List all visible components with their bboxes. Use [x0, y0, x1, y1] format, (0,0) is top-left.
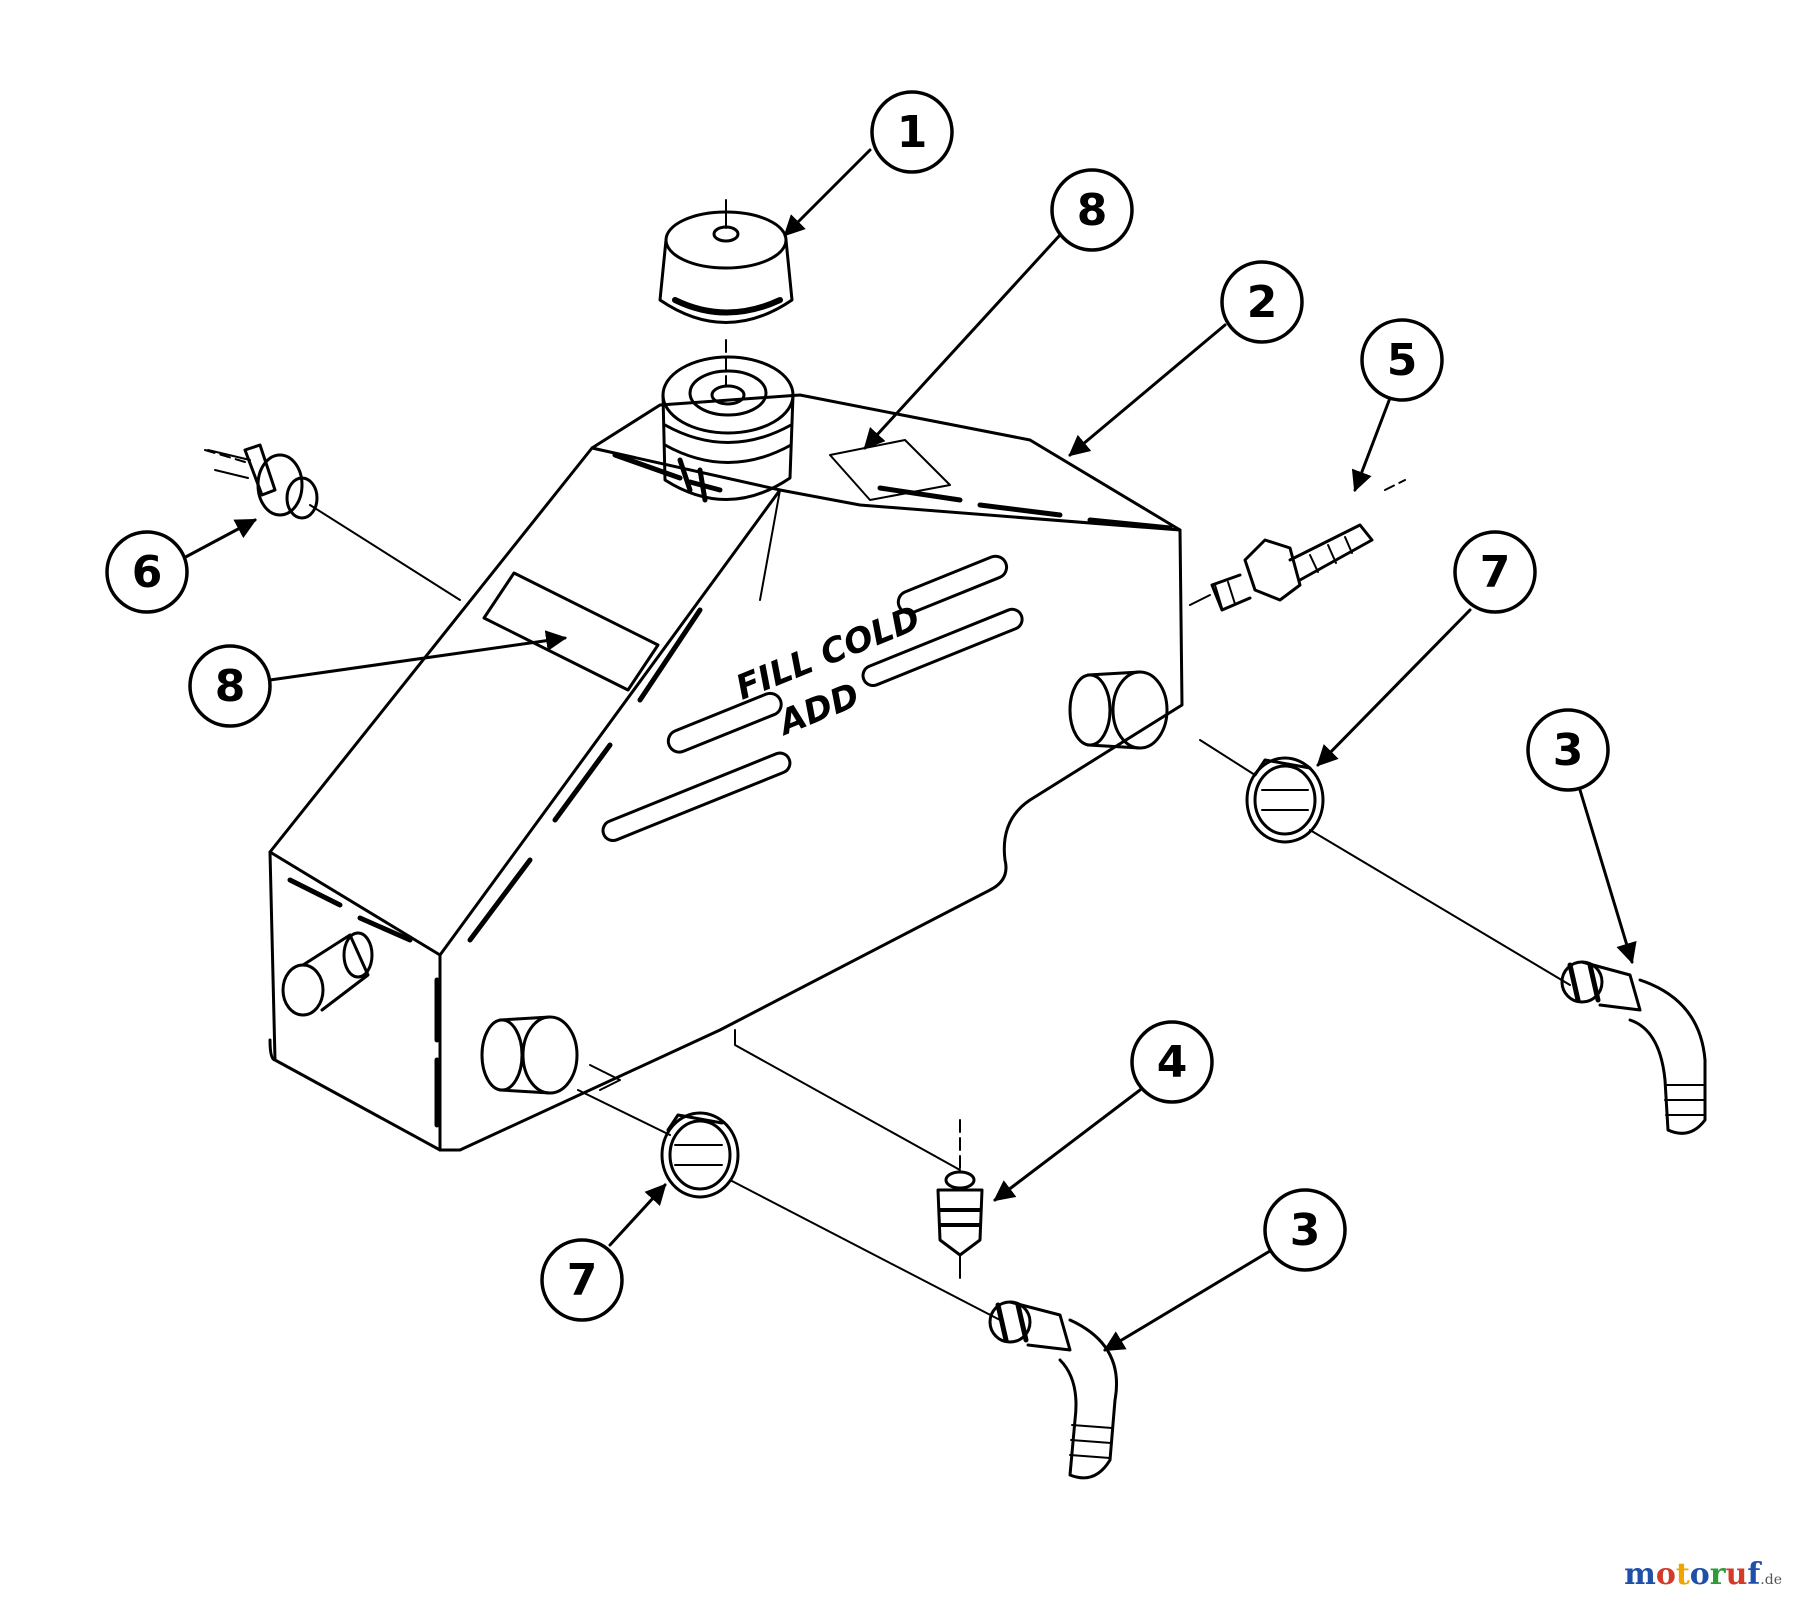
leader-2 — [1068, 323, 1227, 457]
watermark-logo: motoruf.de — [1624, 1557, 1782, 1592]
leader-7-right — [1316, 608, 1472, 767]
callout-8-top: 8 — [1050, 168, 1134, 252]
leader-3-bottom — [1103, 1243, 1282, 1352]
leader-arrows — [178, 148, 1637, 1352]
callout-6: 6 — [105, 530, 189, 614]
leader-7-bottom — [608, 1183, 667, 1247]
leader-8-left — [268, 630, 568, 682]
fill-slot-lower-right — [861, 607, 1024, 688]
watermark-letter-o: o — [1655, 1557, 1676, 1592]
callout-8-top-label: 8 — [1077, 185, 1108, 236]
leader-1 — [783, 148, 872, 237]
callout-3-bottom-label: 3 — [1290, 1205, 1321, 1256]
assembly-lines — [204, 449, 1571, 1321]
lower-left-port — [480, 1015, 579, 1095]
leader-4 — [993, 1088, 1142, 1202]
fill-slot-upper-left — [666, 691, 783, 754]
label-decal-left — [482, 571, 660, 692]
part-3-elbow-upper — [1560, 960, 1707, 1135]
callout-4: 4 — [1130, 1020, 1214, 1104]
watermark-letter-r: r — [1709, 1557, 1726, 1592]
callout-3-right-label: 3 — [1553, 725, 1584, 776]
watermark-letter-u: u — [1725, 1557, 1748, 1592]
callout-3-bottom: 3 — [1263, 1188, 1347, 1272]
fill-slot-upper-right — [896, 554, 1009, 615]
callout-4-label: 4 — [1157, 1037, 1188, 1088]
filler-cap — [658, 199, 794, 386]
callout-7-bottom-label: 7 — [567, 1255, 598, 1306]
callout-8-left-label: 8 — [215, 661, 246, 712]
part-6-sensor — [207, 443, 319, 520]
watermark-letter-m: m — [1624, 1557, 1656, 1592]
part-7-clamp-lower — [660, 1111, 740, 1199]
filler-neck — [661, 355, 795, 503]
callout-7-right: 7 — [1453, 530, 1537, 614]
part-7-clamp-upper — [1245, 756, 1325, 844]
callout-8-left: 8 — [188, 644, 272, 728]
watermark-letter-f: f — [1747, 1557, 1761, 1592]
callout-2-label: 2 — [1247, 277, 1278, 328]
callout-7-right-label: 7 — [1480, 547, 1511, 598]
callout-3-right: 3 — [1526, 708, 1610, 792]
callout-1: 1 — [870, 90, 954, 174]
callout-7-bottom: 7 — [540, 1238, 624, 1322]
leader-6 — [178, 518, 257, 562]
leader-8-top — [863, 233, 1062, 450]
watermark-letter-o2: o — [1689, 1557, 1710, 1592]
left-end-fitting — [281, 931, 374, 1017]
callout-5-label: 5 — [1387, 335, 1418, 386]
part-5-barb-fitting — [1210, 523, 1374, 612]
watermark-domain: .de — [1760, 1572, 1782, 1588]
leader-3-right — [1578, 788, 1637, 965]
callout-balloons: 1 8 2 5 6 8 7 3 — [105, 90, 1610, 1322]
callout-2: 2 — [1220, 260, 1304, 344]
callout-1-label: 1 — [897, 107, 928, 158]
fill-slot-lower-left — [601, 751, 792, 843]
callout-6-label: 6 — [132, 547, 163, 598]
part-3-elbow-lower — [988, 1300, 1118, 1480]
tank-lettering: FILL COLD ADD — [730, 598, 926, 744]
leader-5 — [1351, 396, 1392, 492]
watermark-letter-t: t — [1675, 1557, 1690, 1592]
reservoir-tank — [268, 393, 1184, 1152]
upper-right-port — [1068, 670, 1169, 750]
part-4-plug — [936, 1119, 984, 1279]
callout-5: 5 — [1360, 318, 1444, 402]
